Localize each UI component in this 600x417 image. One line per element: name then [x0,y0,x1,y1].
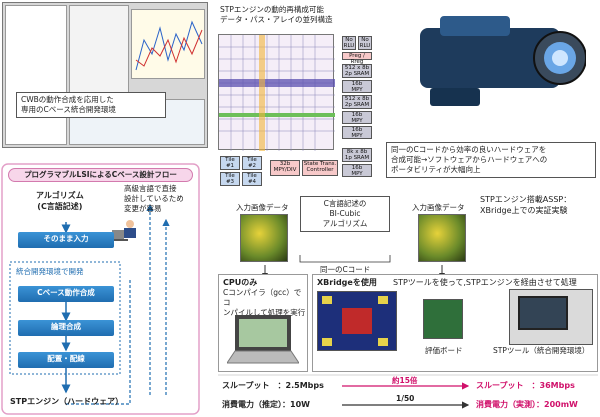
flow-footer: STPエンジン（ハードウェア） [10,397,124,406]
laptop-icon [227,313,299,367]
eval-board-photo [423,299,463,339]
input-image-left-label: 入力画像データ [236,203,289,212]
step-place-route: 配置・配線 [18,352,114,368]
sram-chip-1: 512 x 8b 2p SRAM [342,64,372,78]
input-image-right-label: 入力画像データ [412,203,465,212]
mpy-chip-2: 16b MPY [342,111,372,124]
xbridge-throughput: スループット ：36Mbps [476,381,575,390]
tile-2: Tile #2 [242,156,262,170]
assp-note: STPエンジン搭載ASSP： XBridge上での実証実験 [480,195,572,215]
stp-tool-label: STPツール（統合開発環境） [493,346,590,355]
tile-1: Tile #1 [220,156,240,170]
xbridge-title: XBridgeを使用 [317,278,377,287]
step-logic-synthesis: 論理合成 [18,320,114,336]
cpu-desc: Cコンパイラ（gcc）でコ ンパイルして処理を実行 [223,288,306,317]
power-ratio-label: 1/50 [396,394,415,403]
no-rlu-chip: No RLU [342,36,356,50]
user-laptop-icon [110,218,140,242]
high-level-note: 高級言語で直接 設計しているため 変更が容易 [124,184,184,213]
cpu-title: CPUのみ [223,278,258,287]
speedup-label: 約15倍 [392,376,418,385]
mpy-chip-3: 16b MPY [342,126,372,139]
stp-tool-photo [509,289,593,345]
env-note: 統合開発環境で開発 [16,267,84,276]
cwb-note: CWBの動作合成を応用した 専用のCベース統合開発環境 [16,92,166,118]
xbridge-chip-diagram [317,291,397,351]
sram-chip-2: 512 x 8b 2p SRAM [342,95,372,109]
flow-header-text: プログラマブルLSIによるCベース設計フロー [24,170,177,179]
preg-rreg-chip: Preg / Rreg [342,52,372,65]
xbridge-power: 消費電力（実測）：200mW [476,400,578,409]
input-image-left [240,214,288,262]
camera-illustration [410,8,586,120]
cpu-power: 消費電力（推定）：10W [222,400,310,409]
cwb-screenshot [2,2,208,148]
mpy-chip-4: 16b MPY [342,164,372,177]
mpy-chip-1: 16b MPY [342,80,372,93]
mpy-div-chip: 32b MPY/DIV [270,160,300,176]
step-c-synthesis: Cベース動作合成 [18,286,114,302]
flow-header: プログラマブルLSIによるCベース設計フロー [8,168,193,182]
cpu-only-panel: CPUのみ Cコンパイラ（gcc）でコ ンパイルして処理を実行 [218,274,308,372]
step-direct-input: そのまま入力 [18,232,114,248]
stp-array-title: STPエンジンの動的再構成可能 データ・パス・アレイの並列構造 [216,3,346,27]
tile-4: Tile #4 [242,172,262,186]
no-rlu-chip-2: No RLU [358,36,372,50]
eval-board-label: 評価ボード [425,346,463,355]
xbridge-desc: STPツールを使って,STPエンジンを経由させて処理 [393,278,577,287]
c-code-note: C言語記述の BI-Cubic アルゴリズム [300,196,390,232]
same-code-label: 同一のCコード [320,265,371,274]
cpu-throughput: スループット ：2.5Mbps [222,381,324,390]
tile-3: Tile #3 [220,172,240,186]
portability-note: 同一のCコードから効率の良いハードウェアを 合成可能→ソフトウェアからハードウェ… [386,142,596,178]
xbridge-panel: XBridgeを使用 STPツールを使って,STPエンジンを経由させて処理 評価… [312,274,598,372]
state-controller-chip: State Trans. Controller [302,160,338,176]
algorithm-label: アルゴリズム (C言語記述) [36,191,84,211]
stp-array-grid [218,34,335,151]
sram-chip-3: 8k x 8b 1p SRAM [342,148,372,162]
input-image-right [418,214,466,262]
